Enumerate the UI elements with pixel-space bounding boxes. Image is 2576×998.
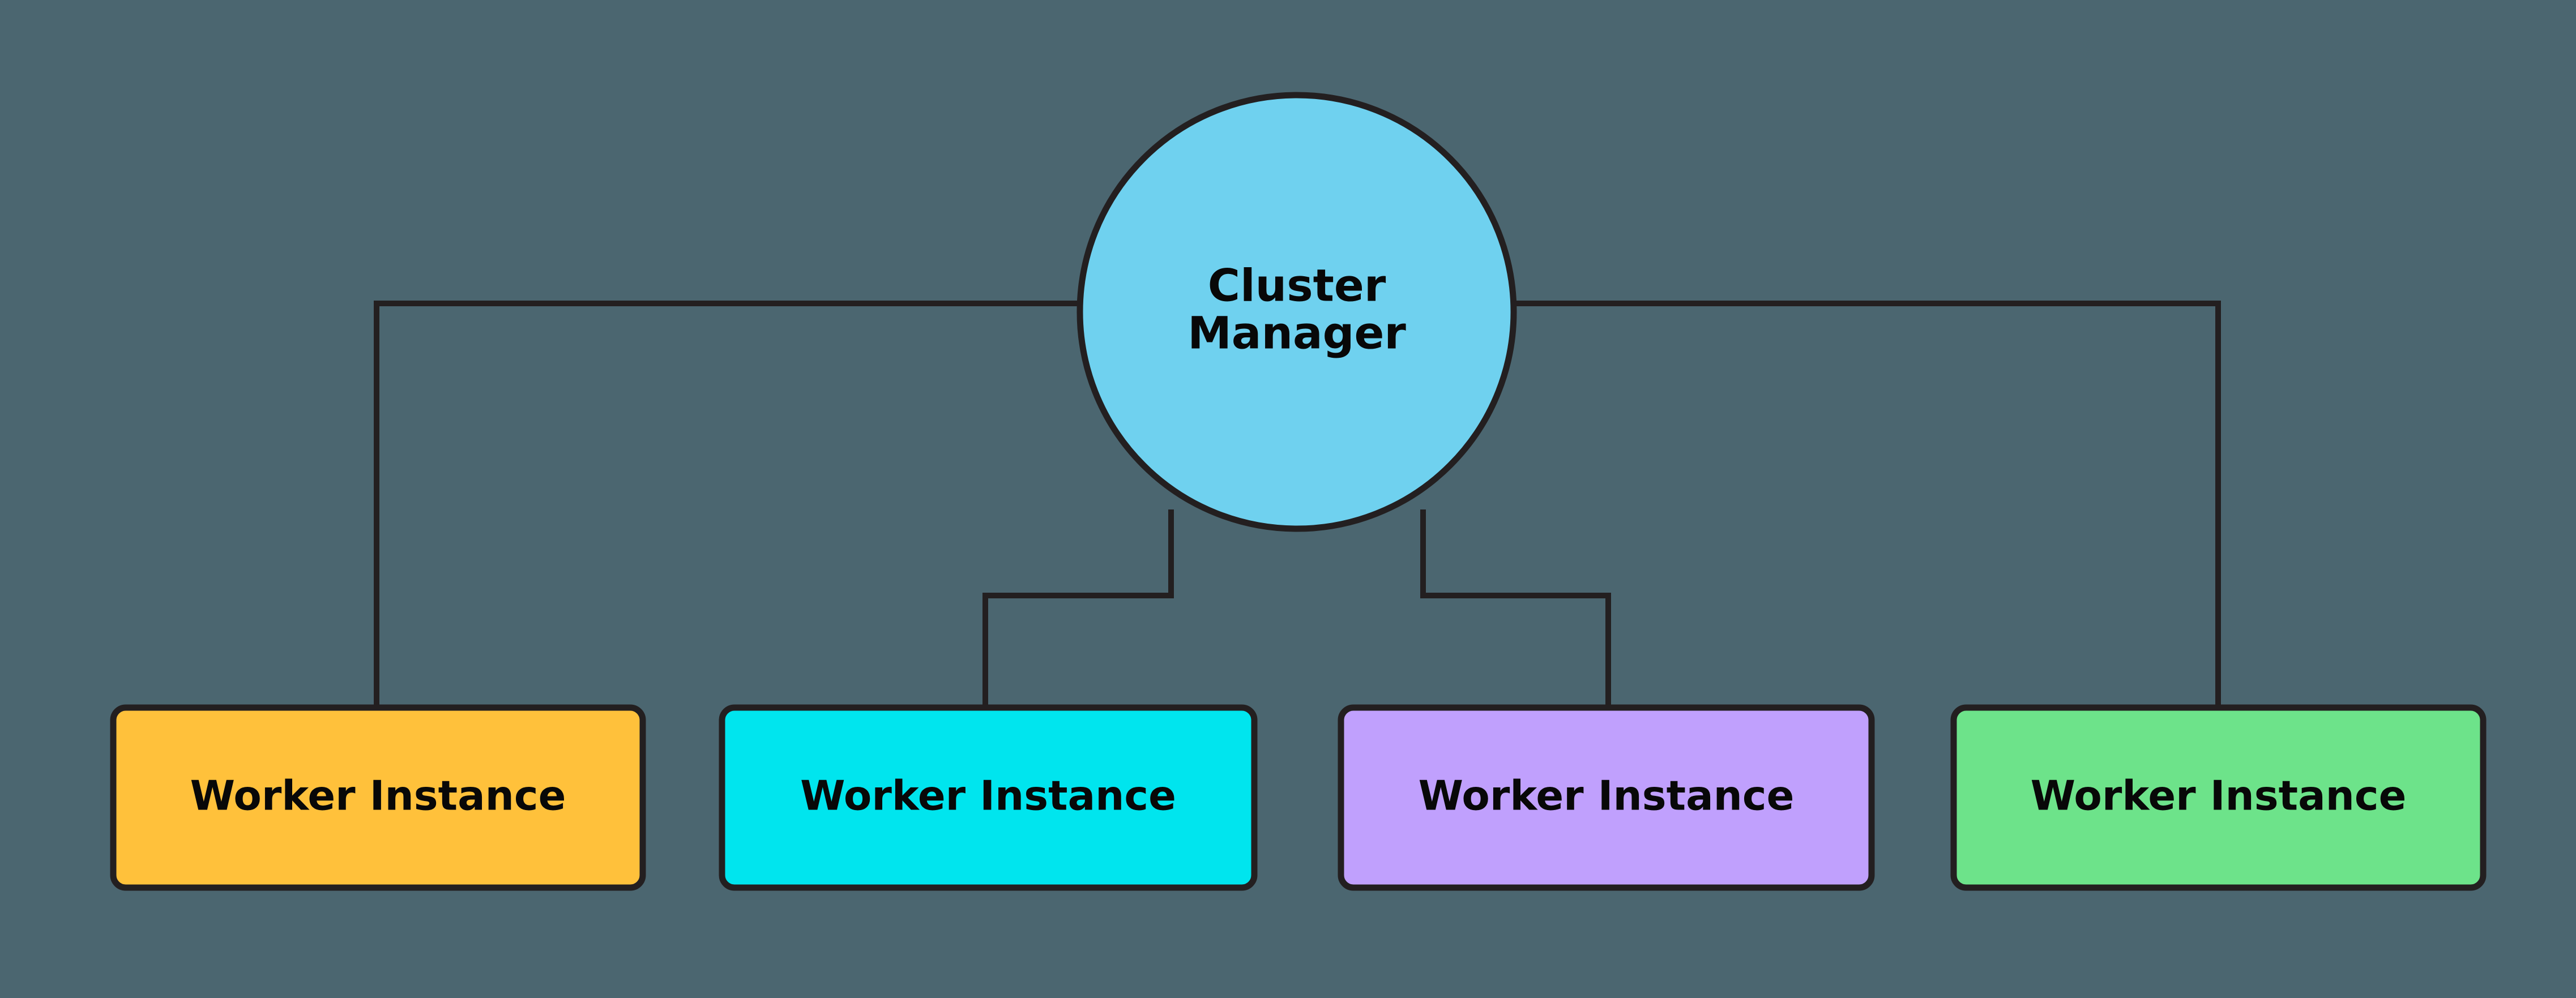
cluster-manager-label-line1: Cluster xyxy=(1208,260,1386,311)
edge-hub-to-worker-3 xyxy=(1420,509,1611,708)
worker-label-2: Worker Instance xyxy=(800,772,1176,820)
edge-hub-to-worker-2 xyxy=(982,509,1174,708)
edge-layer xyxy=(374,301,2221,708)
worker-label-4: Worker Instance xyxy=(2031,772,2407,820)
worker-label-1: Worker Instance xyxy=(190,772,566,820)
worker-box-3[interactable] xyxy=(1338,704,1875,891)
worker-node-2[interactable]: Worker Instance xyxy=(719,704,1258,891)
cluster-manager-circle[interactable] xyxy=(1076,92,1517,532)
worker-node-4[interactable]: Worker Instance xyxy=(1950,704,2487,891)
edge-hub-to-worker-4 xyxy=(1516,301,2221,708)
worker-box-2[interactable] xyxy=(719,704,1258,891)
worker-label-3: Worker Instance xyxy=(1419,772,1795,820)
worker-box-4[interactable] xyxy=(1950,704,2487,891)
edge-hub-to-worker-1 xyxy=(374,301,1077,708)
worker-node-3[interactable]: Worker Instance xyxy=(1338,704,1875,891)
worker-node-1[interactable]: Worker Instance xyxy=(110,704,646,891)
cluster-manager-label-line2: Manager xyxy=(1187,308,1406,359)
worker-box-1[interactable] xyxy=(110,704,646,891)
cluster-manager-node[interactable]: Cluster Manager xyxy=(1076,92,1517,532)
